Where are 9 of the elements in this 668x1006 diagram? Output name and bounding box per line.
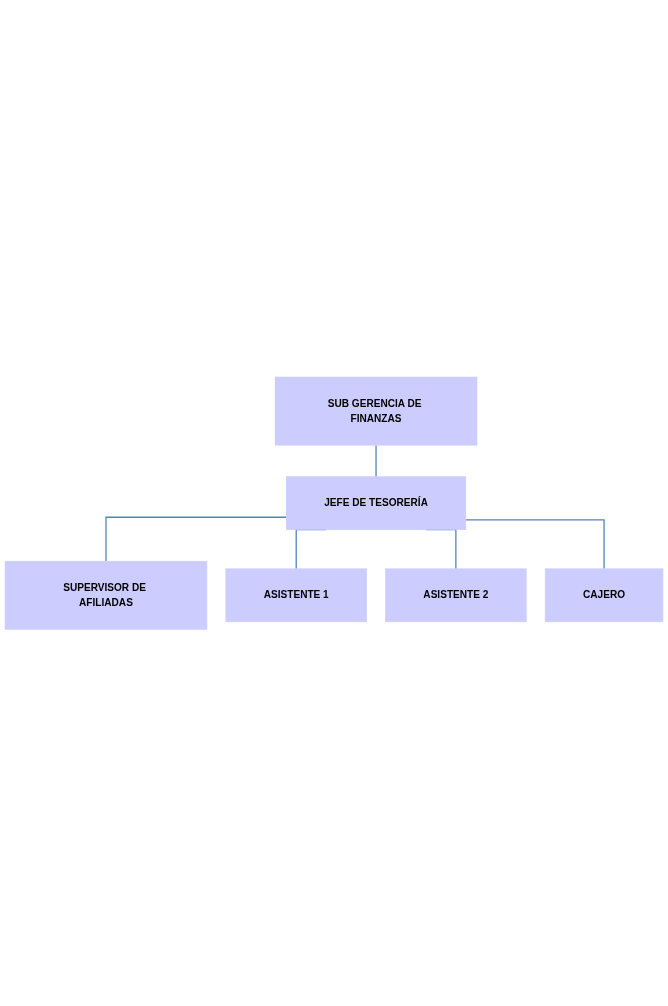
connector (375, 444, 377, 478)
node-box: JEFE DE TESORERÍA (286, 476, 467, 530)
node-box: ASISTENTE 2 (385, 568, 527, 622)
node-box: ASISTENTE 1 (225, 568, 367, 622)
node-box: SUB GERENCIA DE FINANZAS (274, 376, 478, 446)
connector (105, 516, 287, 562)
node-box: CAJERO (544, 568, 664, 622)
connector (465, 519, 605, 570)
node-box: SUPERVISOR DE AFILIADAS (4, 560, 208, 630)
